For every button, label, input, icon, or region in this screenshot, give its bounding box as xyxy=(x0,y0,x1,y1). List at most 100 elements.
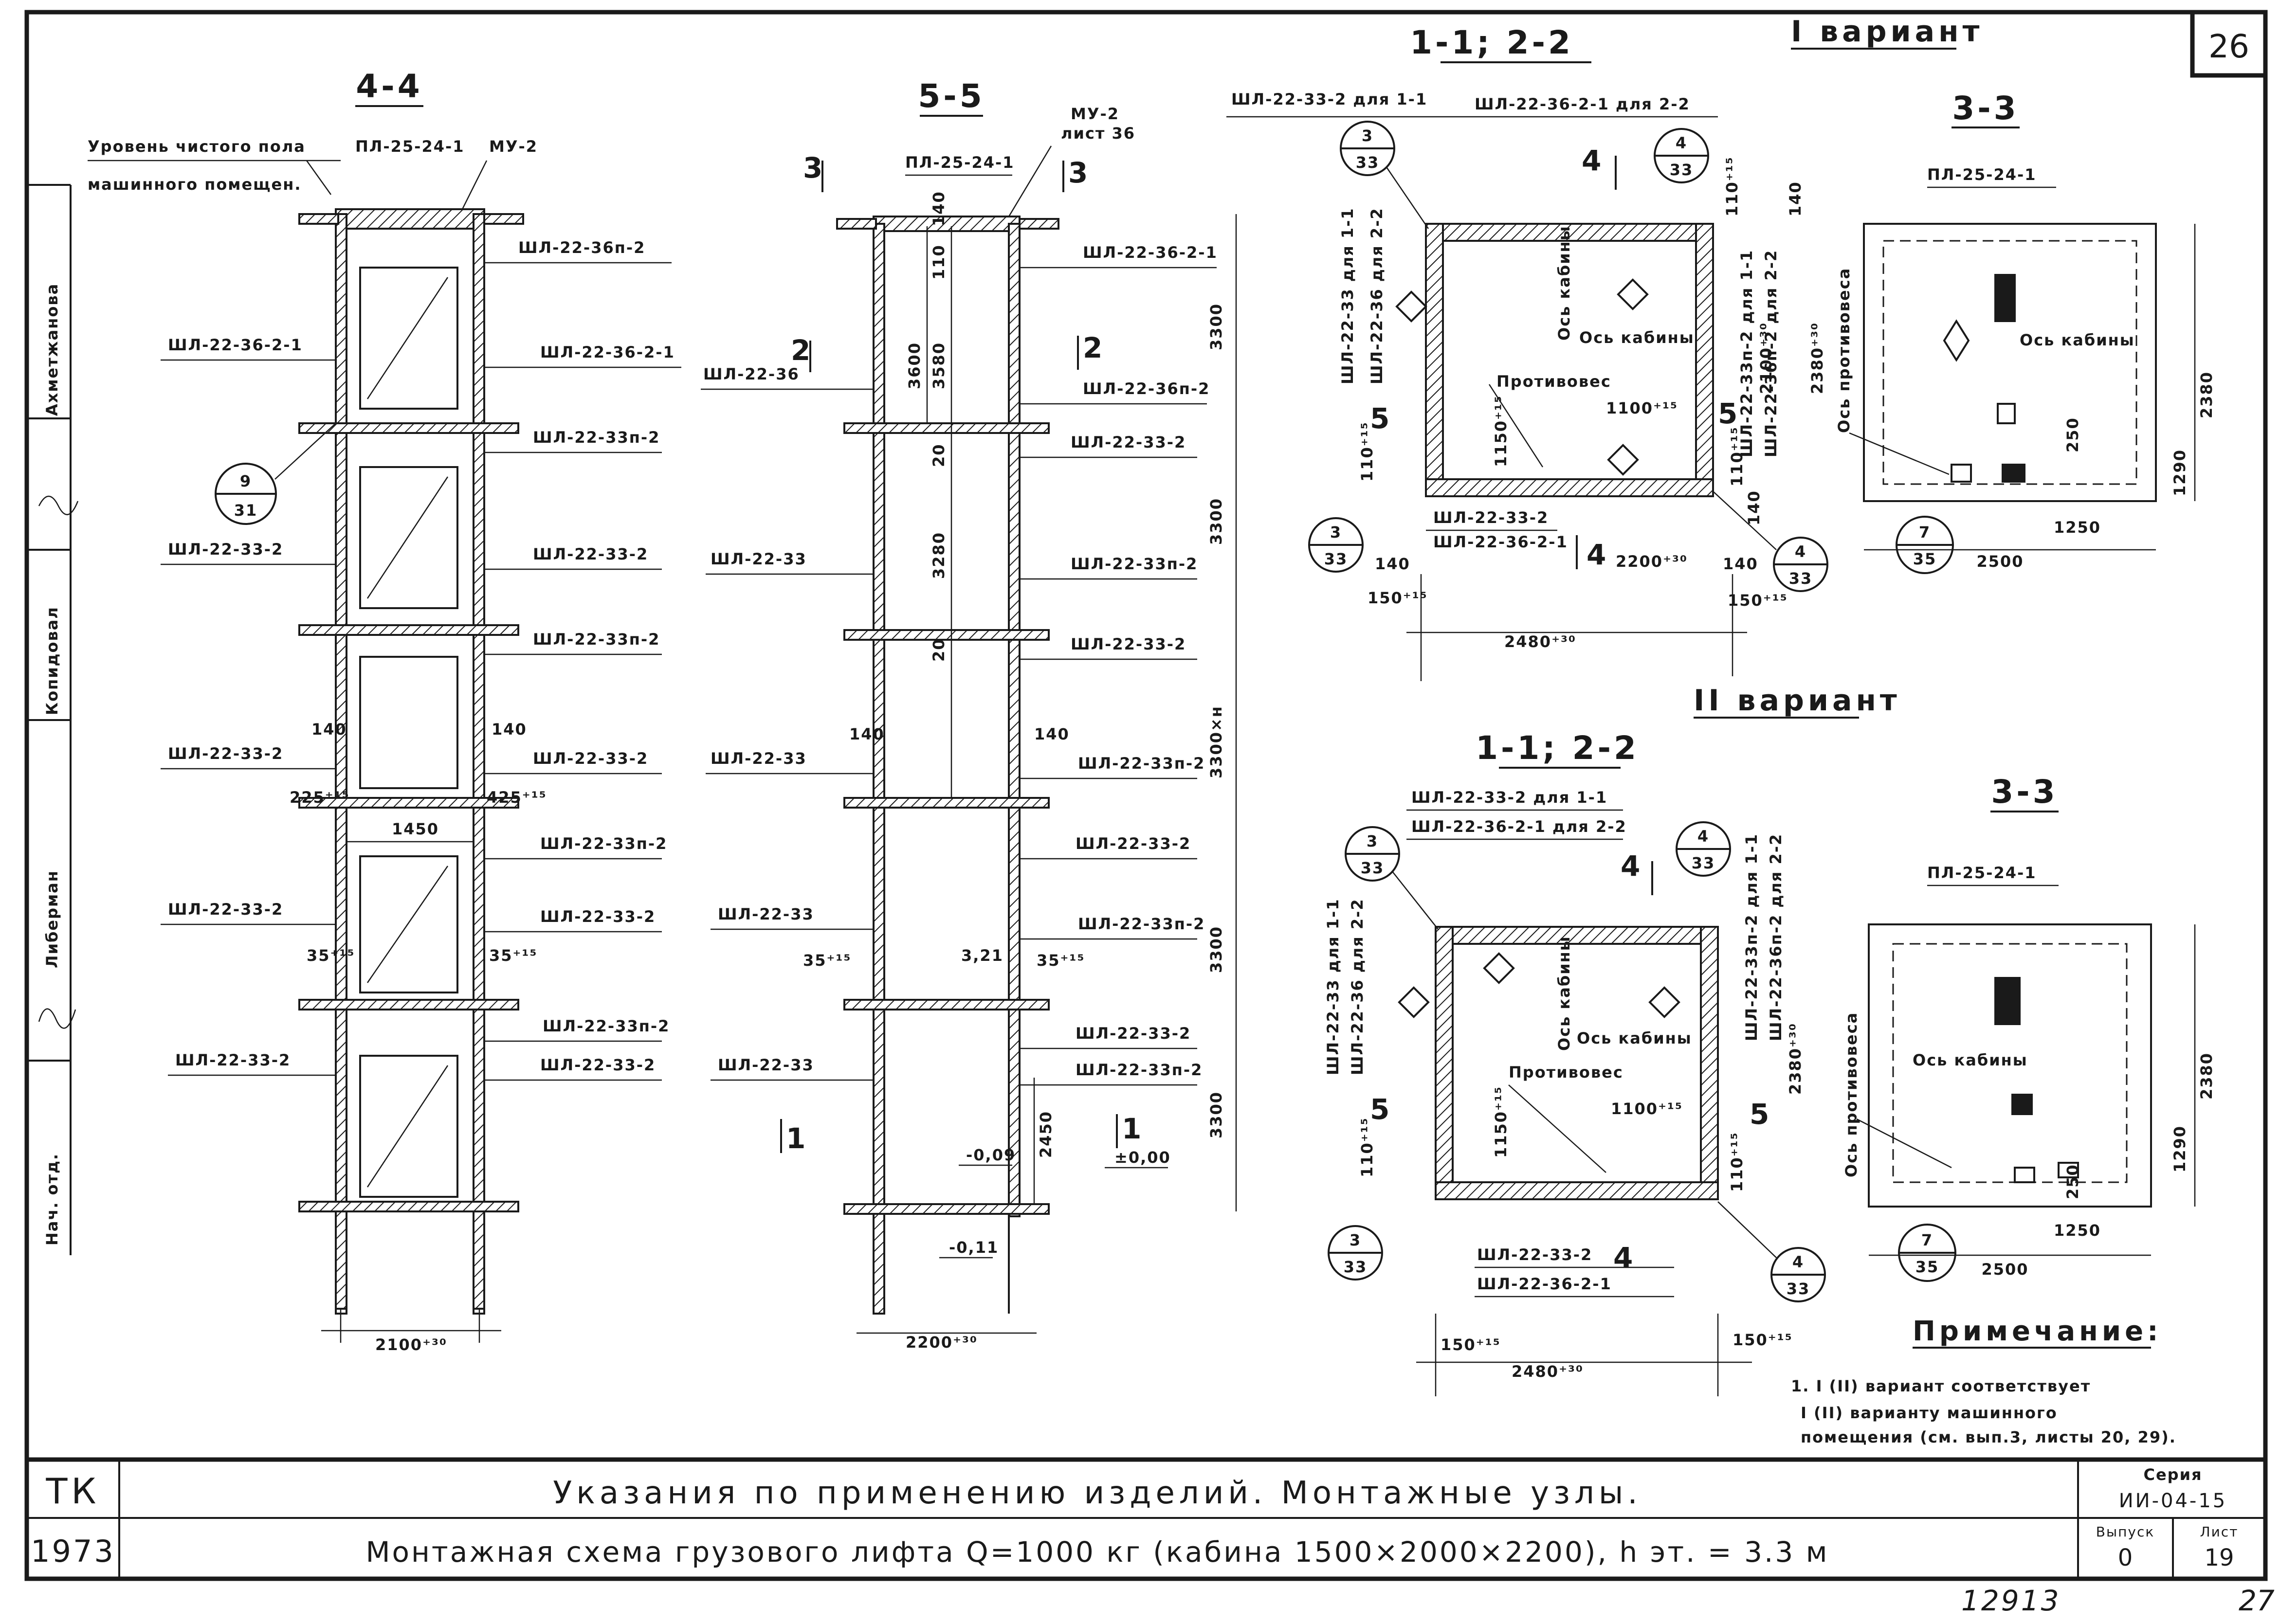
svg-text:33: 33 xyxy=(1361,859,1385,877)
svg-text:3,21: 3,21 xyxy=(961,946,1003,965)
org-code: ТК xyxy=(45,1471,100,1512)
s55-bottom-dim: 2200⁺³⁰ xyxy=(906,1333,978,1352)
svg-text:Ось противовеса: Ось противовеса xyxy=(1842,1012,1860,1177)
floor-note-line2: машинного помещен. xyxy=(88,175,302,194)
s44-top-label-2: МУ-2 xyxy=(489,137,538,156)
svg-text:4: 4 xyxy=(1676,134,1687,152)
section-4-4-title: 4-4 xyxy=(356,68,422,105)
svg-text:150⁺¹⁵: 150⁺¹⁵ xyxy=(1733,1331,1793,1349)
v1-counterweight: Противовес xyxy=(1496,372,1611,391)
s55-small-dims: 140 140 35⁺¹⁵ 35⁺¹⁵ 3,21 xyxy=(803,725,1084,970)
svg-text:3: 3 xyxy=(1330,523,1342,541)
svg-text:35⁺¹⁵: 35⁺¹⁵ xyxy=(307,946,355,965)
svg-text:110⁺¹⁵: 110⁺¹⁵ xyxy=(1728,426,1746,487)
svg-text:ШЛ-22-33: ШЛ-22-33 xyxy=(711,550,807,568)
svg-text:1250: 1250 xyxy=(2054,518,2101,537)
svg-text:2380: 2380 xyxy=(2197,371,2216,418)
signer-name-1: Ахметжанова xyxy=(43,283,61,416)
s44-dims: 140 140 225⁺¹⁵ 1450 425⁺¹⁵ 35⁺¹⁵ 35⁺¹⁵ 2… xyxy=(290,720,547,1354)
svg-text:ШЛ-22-33-2: ШЛ-22-33-2 xyxy=(1071,433,1186,451)
svg-text:ШЛ-22-33п-2: ШЛ-22-33п-2 xyxy=(1078,915,1205,933)
s44-right-labels: ШЛ-22-36п-2 ШЛ-22-36-2-1 ШЛ-22-33п-2 ШЛ-… xyxy=(484,238,681,1081)
svg-text:3580: 3580 xyxy=(930,342,948,389)
svg-text:3600: 3600 xyxy=(905,342,924,389)
svg-text:4: 4 xyxy=(1792,1253,1804,1271)
s44-callout: 9 31 xyxy=(215,423,336,525)
svg-text:33: 33 xyxy=(1356,153,1380,172)
section-5-5: 5-5 МУ-2 лист 36 ПЛ-25-24-1 3 3 2 2 1 1 xyxy=(701,77,1237,1352)
svg-text:140: 140 xyxy=(849,725,885,743)
svg-text:1100⁺¹⁵: 1100⁺¹⁵ xyxy=(1611,1100,1683,1118)
svg-text:Ось кабины: Ось кабины xyxy=(1913,1051,2028,1069)
svg-text:7: 7 xyxy=(1921,1231,1933,1249)
svg-text:ШЛ-22-36-2-1 для 2-2: ШЛ-22-36-2-1 для 2-2 xyxy=(1411,817,1627,836)
variant-2: II вариант 1-1; 2-2 ШЛ-22-33-2 для 1-1 Ш… xyxy=(1324,684,2216,1396)
svg-text:2380⁺³⁰: 2380⁺³⁰ xyxy=(1786,1023,1805,1095)
note-line2: I (II) варианту машинного xyxy=(1801,1404,2058,1422)
svg-text:140: 140 xyxy=(1375,555,1410,573)
svg-text:3-3: 3-3 xyxy=(1991,773,2058,811)
note-block: Примечание: 1. I (II) вариант соответств… xyxy=(1791,1316,2176,1446)
svg-text:2: 2 xyxy=(1083,331,1102,364)
v1-axis-cabin: Ось кабины xyxy=(1555,225,1573,341)
archive-number: 12913 xyxy=(1961,1584,2061,1617)
svg-text:1100⁺¹⁵: 1100⁺¹⁵ xyxy=(1606,399,1678,417)
svg-text:2380⁺³⁰: 2380⁺³⁰ xyxy=(1808,322,1826,394)
s44-callout-bottom: 31 xyxy=(234,501,258,520)
svg-text:4: 4 xyxy=(1613,1241,1633,1274)
sheet-frame xyxy=(24,10,2268,1581)
svg-text:3300: 3300 xyxy=(1207,926,1225,973)
signature-2 xyxy=(38,1008,76,1029)
svg-text:ШЛ-22-33п-2: ШЛ-22-33п-2 xyxy=(1078,754,1205,773)
variant1-plan-title: 1-1; 2-2 xyxy=(1410,24,1573,61)
v1-top-label-b: ШЛ-22-36-2-1 для 2-2 xyxy=(1475,95,1690,113)
svg-text:35⁺¹⁵: 35⁺¹⁵ xyxy=(489,946,537,965)
s44-left-labels: ШЛ-22-36-2-1 ШЛ-22-33-2 ШЛ-22-33-2 ШЛ-22… xyxy=(161,336,336,1076)
sheet-number: 26 xyxy=(2208,28,2249,65)
svg-text:140: 140 xyxy=(930,191,948,226)
svg-text:1150⁺¹⁵: 1150⁺¹⁵ xyxy=(1492,395,1510,467)
svg-text:ШЛ-22-36 для 2-2: ШЛ-22-36 для 2-2 xyxy=(1348,898,1367,1075)
svg-text:-0,11: -0,11 xyxy=(949,1238,999,1257)
s55-inner-dims: 140 110 3600 3580 20 3280 20 2450 xyxy=(905,191,1055,1204)
svg-text:35: 35 xyxy=(1915,1258,1939,1276)
svg-text:150⁺¹⁵: 150⁺¹⁵ xyxy=(1441,1335,1501,1354)
svg-text:Ось кабины: Ось кабины xyxy=(1577,1029,1692,1047)
svg-text:110⁺¹⁵: 110⁺¹⁵ xyxy=(1358,421,1376,482)
svg-text:3300×н: 3300×н xyxy=(1207,705,1225,778)
s44-bottom-dim: 2100⁺³⁰ xyxy=(375,1335,447,1354)
svg-text:35: 35 xyxy=(1913,550,1937,568)
svg-text:ШЛ-22-33п-2 для 1-1: ШЛ-22-33п-2 для 1-1 xyxy=(1742,833,1761,1041)
svg-text:5: 5 xyxy=(1370,1093,1389,1126)
note-line3: помещения (см. вып.3, листы 20, 29). xyxy=(1801,1428,2176,1446)
s44-right-label: ШЛ-22-33-2 xyxy=(540,907,656,926)
svg-text:ШЛ-22-33-2: ШЛ-22-33-2 xyxy=(1071,635,1186,653)
svg-text:4: 4 xyxy=(1582,144,1601,177)
svg-text:Противовес: Противовес xyxy=(1509,1063,1623,1082)
svg-text:33: 33 xyxy=(1787,1280,1810,1298)
issue-value: 0 xyxy=(2118,1544,2133,1571)
v2-bottom-dim: 2480⁺³⁰ xyxy=(1512,1362,1584,1381)
s44-right-label: ШЛ-22-36-2-1 xyxy=(540,343,675,361)
s55-right-labels: ШЛ-22-36-2-1 ШЛ-22-36п-2 ШЛ-22-33-2 ШЛ-2… xyxy=(1020,243,1217,1086)
svg-text:3300: 3300 xyxy=(1207,1091,1225,1138)
svg-text:250: 250 xyxy=(2063,417,2082,452)
s44-left-label: ШЛ-22-33-2 xyxy=(168,900,283,919)
svg-text:110⁺¹⁵: 110⁺¹⁵ xyxy=(1728,1132,1746,1192)
svg-text:110: 110 xyxy=(930,244,948,280)
svg-text:5: 5 xyxy=(1750,1098,1769,1131)
s44-right-label: ШЛ-22-33-2 xyxy=(533,749,648,768)
v2-dims: 110⁺¹⁵ 1150⁺¹⁵ 1100⁺¹⁵ 2380⁺³⁰ 110⁺¹⁵ 15… xyxy=(1358,1023,1805,1396)
svg-text:110⁺¹⁵: 110⁺¹⁵ xyxy=(1358,1117,1376,1177)
svg-text:140: 140 xyxy=(1723,555,1758,573)
s44-right-label: ШЛ-22-33-2 xyxy=(533,545,648,563)
svg-text:1290: 1290 xyxy=(2171,1125,2189,1173)
v2-section-marks: 4 4 5 5 xyxy=(1370,849,1769,1274)
svg-text:140: 140 xyxy=(1786,181,1805,217)
svg-text:425⁺¹⁵: 425⁺¹⁵ xyxy=(487,788,547,807)
svg-text:ШЛ-22-33-2: ШЛ-22-33-2 xyxy=(1477,1245,1592,1264)
svg-text:3: 3 xyxy=(1068,156,1088,189)
signature-sidebar: Ахметжанова Копидовал Либерман Нач. отд. xyxy=(27,184,79,1255)
sheet-value: 19 xyxy=(2204,1544,2234,1571)
svg-text:2450: 2450 xyxy=(1037,1111,1055,1158)
